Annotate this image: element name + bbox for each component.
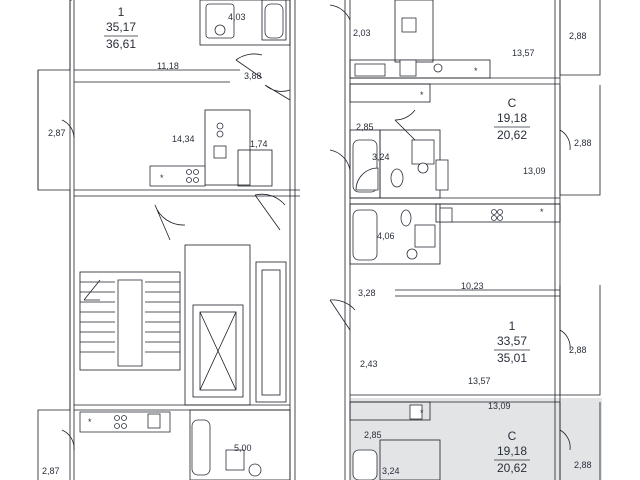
total-area-left-1: 36,61 [106, 37, 136, 51]
room-area: 3,28 [358, 288, 376, 298]
room-area: 10,23 [461, 281, 484, 291]
elevator [184, 244, 287, 406]
living-area-right-c-bottom: 19,18 [497, 444, 527, 458]
unit-type-right-1: 1 [509, 319, 516, 333]
right-section-walls [344, 0, 601, 480]
staircase [79, 271, 181, 371]
room-area: 5,00 [234, 443, 252, 453]
left-section-walls [37, 0, 300, 480]
svg-text:*: * [88, 417, 92, 427]
room-area: 3,24 [372, 152, 390, 162]
total-area-right-c-bottom: 20,62 [497, 461, 527, 475]
living-area-left-1: 35,17 [106, 20, 136, 34]
svg-text:*: * [540, 207, 544, 217]
room-area: 2,85 [356, 122, 374, 132]
total-area-right-c-top: 20,62 [497, 128, 527, 142]
room-area: 2,03 [353, 28, 371, 38]
left-doors [61, 53, 291, 451]
unit-type-left-1: 1 [118, 5, 125, 19]
room-area: 13,09 [523, 166, 546, 176]
room-area: 3,88 [244, 71, 262, 81]
room-area: 4,03 [228, 12, 246, 22]
svg-text:*: * [160, 173, 164, 183]
room-area: 13,57 [512, 48, 535, 58]
room-area: 2,87 [48, 128, 66, 138]
svg-text:*: * [420, 90, 424, 100]
living-area-right-1: 33,57 [497, 334, 527, 348]
room-area: 3,24 [382, 466, 400, 476]
room-area: 2,43 [360, 359, 378, 369]
unit-type-right-c-bottom: C [508, 429, 517, 443]
room-area: 2,88 [569, 345, 587, 355]
room-area: 1,74 [250, 139, 268, 149]
right-doors [329, 4, 571, 451]
room-area: 4,06 [377, 231, 395, 241]
room-area: 2,88 [574, 138, 592, 148]
room-area: 2,87 [42, 466, 60, 476]
svg-text:*: * [420, 408, 424, 418]
svg-text:*: * [474, 66, 478, 76]
room-area: 2,88 [574, 460, 592, 470]
living-area-right-c-top: 19,18 [497, 111, 527, 125]
room-area: 2,85 [364, 430, 382, 440]
total-area-right-1: 35,01 [497, 351, 527, 365]
room-area: 13,57 [468, 376, 491, 386]
right-fixtures [352, 17, 503, 480]
unit-type-right-c-top: C [508, 96, 517, 110]
room-area: 13,09 [488, 401, 511, 411]
room-area: 2,88 [569, 31, 587, 41]
vent-markers: * * * * * * [88, 66, 544, 427]
room-area: 14,34 [172, 134, 195, 144]
room-area: 11,18 [157, 61, 179, 71]
left-fixtures [79, 3, 284, 477]
